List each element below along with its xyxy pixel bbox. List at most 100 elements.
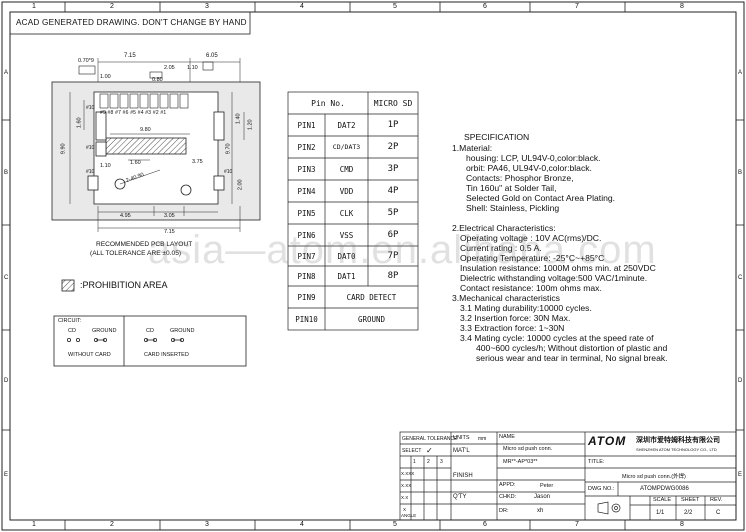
zone-left-b: B <box>4 170 9 176</box>
tb-rev-label: REV. <box>710 497 723 503</box>
tb-tol-col-3: 3 <box>440 459 443 465</box>
pcb-label-10-c: #10 <box>86 169 95 175</box>
zone-right-d: D <box>738 378 743 384</box>
spec-line: 3.3 Extraction force: 1~30N <box>460 323 565 333</box>
pin-row-5-name: CLK <box>339 209 354 218</box>
zone-bottom-2: 2 <box>110 521 114 528</box>
pin-row-9-name: CARD DETECT <box>346 293 397 302</box>
tb-matl-label: MAT'L <box>453 448 470 454</box>
tb-dwg-value: ATOMPDWG0086 <box>640 486 689 492</box>
dim-1-10-top: 1.10 <box>187 65 198 71</box>
pin-row-8-pin: PIN8 <box>297 272 316 281</box>
zone-top-7: 7 <box>575 3 579 10</box>
spec-line: 3.1 Mating durability:10000 cycles. <box>460 303 592 313</box>
title-block-grid <box>399 431 737 521</box>
zone-bottom-7: 7 <box>575 521 579 528</box>
spec-line: Shell: Stainless, Pickling <box>466 203 560 213</box>
circuit-ground-left: GROUND <box>92 328 117 334</box>
tb-units-label: UNITS <box>453 435 470 441</box>
spec-line: Operating Temperature: -25°C~+85°C <box>460 253 605 263</box>
pin-header-microsd: MICRO SD <box>373 99 413 108</box>
tb-tol-row-5: ANGLE <box>401 513 417 518</box>
tb-name-value: Micro sd push conn. <box>503 446 553 452</box>
spec-line: 2.Electrical Characteristics: <box>452 223 556 233</box>
tb-company-en: SHENZHEN ATOM TECHNOLOGY CO., LTD <box>636 447 717 452</box>
tb-rev-value: C <box>716 510 721 516</box>
pin-row-8-sd: 8P <box>387 271 399 281</box>
zone-bottom-4: 4 <box>300 521 304 528</box>
tb-scale-label: SCALE <box>653 497 672 503</box>
tb-tol-row-3: X.X <box>401 495 409 500</box>
spec-lines: 1.Material:housing: LCP, UL94V-0,color:b… <box>452 143 668 363</box>
tb-tol-row-2: X.XX <box>401 483 412 488</box>
tb-title-label: TITLE: <box>588 459 605 465</box>
zone-left-e: E <box>4 472 9 478</box>
circuit-box <box>53 315 247 367</box>
pin-row-4-name: VDD <box>339 187 354 196</box>
dim-3-75: 3.75 <box>192 159 203 165</box>
tb-units-value: mm <box>478 436 487 442</box>
tb-scale-value: 1/1 <box>656 510 665 516</box>
pin-row-4-sd: 4P <box>387 186 399 196</box>
spec-title: SPECIFICATION <box>464 132 530 142</box>
tb-company-cn: 深圳市爱特姆科技有限公司 <box>636 437 720 444</box>
zone-left-a: A <box>4 70 9 76</box>
spec-line: Operating voltage : 10V AC(rms)/DC. <box>460 233 602 243</box>
tb-select-mark: ✓ <box>426 446 433 455</box>
tb-title-value: Micro sd push conn.(外焊) <box>622 474 686 480</box>
spec-line <box>452 213 668 223</box>
pcb-pin-row: #9 #8 #7 #6 #5 #4 #3 #2 #1 <box>100 110 167 116</box>
pcb-label-10-b: #10 <box>86 145 95 151</box>
pin-header-pinno: Pin No. <box>311 99 345 108</box>
circuit-cd-left: CD <box>68 328 76 334</box>
zone-top-3: 3 <box>205 3 209 10</box>
dim-2-00: 2.00 <box>237 179 244 191</box>
dim-9-80: 9.80 <box>140 127 151 133</box>
pin-row-6-pin: PIN6 <box>297 231 316 240</box>
pcb-label-10-a: #10 <box>86 105 95 111</box>
pin-row-2-sd: 2P <box>387 142 399 152</box>
dim-9-90: 9.90 <box>60 143 67 155</box>
circuit-card-inserted: CARD INSERTED <box>144 352 189 358</box>
zone-top-4: 4 <box>300 3 304 10</box>
dim-4-95: 4.95 <box>120 213 131 219</box>
pin-row-10-pin: PIN10 <box>295 315 318 324</box>
tb-sheet-value: 2/2 <box>684 510 693 516</box>
zone-bottom-6: 6 <box>483 521 487 528</box>
pin-row-2-name: CD/DAT3 <box>332 143 361 151</box>
specification-block: SPECIFICATION 1.Material:housing: LCP, U… <box>452 132 668 363</box>
tb-part-no: MR**-AP*03** <box>503 459 538 465</box>
dim-9-70: 9.70 <box>225 143 232 155</box>
tb-tol-col-2: 2 <box>427 459 430 465</box>
circuit-cd-right: CD <box>146 328 154 334</box>
tb-qty-label: Q'TY <box>453 494 467 500</box>
zone-right-c: C <box>738 275 743 281</box>
dim-7-15-bottom: 7.15 <box>164 229 175 235</box>
dim-1-00: 1.00 <box>100 74 111 80</box>
zone-top-6: 6 <box>483 3 487 10</box>
dim-1-10-inner: 1.10 <box>100 163 111 169</box>
zone-left-d: D <box>4 378 9 384</box>
tb-sheet-label: SHEET <box>681 497 700 503</box>
spec-line: orbit: PA46, UL94V-0,color:black. <box>466 163 592 173</box>
spec-line: Tin 160u" at Solder Tail, <box>466 183 557 193</box>
pcb-caption-line1: RECOMMENDED PCB LAYOUT <box>96 241 193 248</box>
tb-chkd-label: CHKD: <box>499 494 517 500</box>
dim-3-05: 3.05 <box>164 213 175 219</box>
pin-row-3-name: CMD <box>339 165 354 174</box>
pin-table-grid <box>287 91 419 331</box>
zone-top-1: 1 <box>32 3 36 10</box>
dim-1-60-side: 1.60 <box>76 117 83 129</box>
tb-tol-row-4: X <box>403 507 407 512</box>
spec-line: Current rating : 0.5 A. <box>460 243 542 253</box>
dim-6-05: 6.05 <box>206 53 218 59</box>
circuit-without-card: WITHOUT CARD <box>68 352 111 358</box>
zone-top-5: 5 <box>393 3 397 10</box>
pin-row-3-pin: PIN3 <box>297 165 316 174</box>
tb-brand-logo: ATOM <box>588 434 627 448</box>
circuit-title: CIRCUIT: <box>58 318 82 324</box>
pin-row-4-pin: PIN4 <box>297 187 316 196</box>
pin-row-7-name: DAT0 <box>337 252 356 261</box>
spec-line: Selected Gold on Contact Area Plating. <box>466 193 616 203</box>
